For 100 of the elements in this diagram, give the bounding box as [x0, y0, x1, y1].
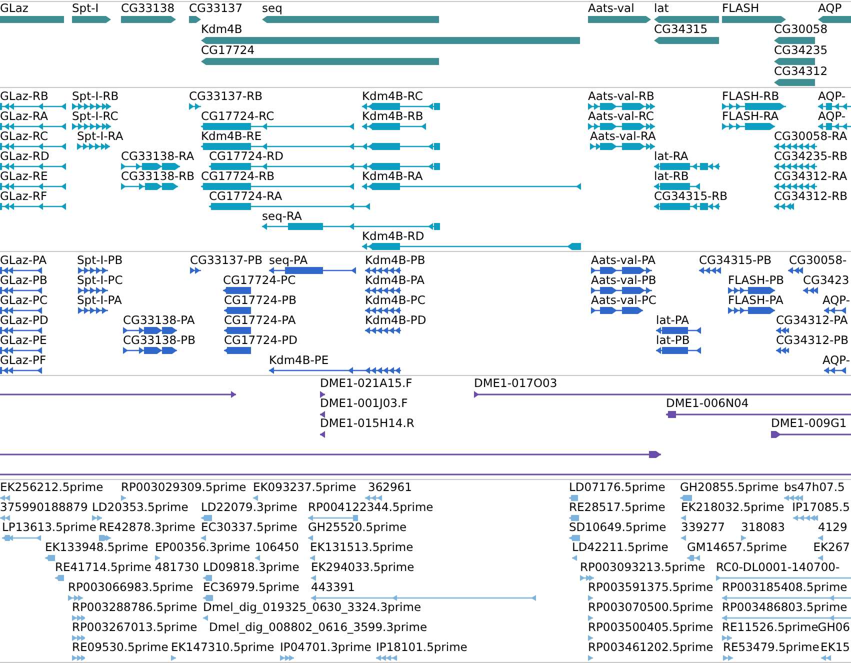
- est-label: LD07176.5prime: [569, 481, 666, 493]
- est-label: EK147310.5prime: [171, 641, 274, 653]
- est-label: RE11526.5prime: [722, 621, 818, 633]
- est-label: EK133948.5prime: [45, 541, 148, 553]
- est-label: RP003288786.5prime: [72, 601, 198, 613]
- est-label: RE09530.5prime: [72, 641, 168, 653]
- est-label: RP003267013.5prime: [72, 621, 198, 633]
- gene-label: Kdm4B: [201, 23, 242, 35]
- transcript-label: GLaz-RB: [0, 90, 48, 102]
- protein-label: Kdm4B-PB: [365, 254, 426, 266]
- protein-label: FLASH-PB: [728, 274, 784, 286]
- protein-label: lat-PA: [656, 314, 689, 326]
- clone-label: DME1-006N04: [666, 397, 749, 409]
- est-label: 481730: [155, 561, 199, 573]
- protein-label: CG17724-PB: [224, 294, 296, 306]
- est-label: EC36979.5prime: [203, 581, 300, 593]
- est-label: EK131513.5prime: [310, 541, 414, 553]
- est-label: EK15: [820, 641, 850, 653]
- est-label: 4129: [818, 521, 848, 533]
- transcript-label: GLaz-RD: [0, 150, 50, 162]
- transcript-label: CG33138-RA: [121, 150, 194, 162]
- protein-label: Aats-val-PA: [591, 254, 656, 266]
- transcript-label: seq-RA: [262, 210, 302, 222]
- est-label: GM14657.5prime: [687, 541, 787, 553]
- est-label: LD22079.3prime: [201, 501, 298, 513]
- protein-label: GLaz-PF: [0, 354, 46, 366]
- est-label: RC0-DL0001-140700-: [716, 561, 840, 573]
- est-label: IP17085.5: [792, 501, 850, 513]
- est-label: Dmel_dig_008802_0616_3599.3prime: [209, 621, 428, 633]
- protein-label: Kdm4B-PC: [365, 294, 426, 306]
- protein-label: GLaz-PA: [0, 254, 47, 266]
- est-label: LD42211.5prime: [572, 541, 668, 553]
- protein-label: Spt-I-PC: [77, 274, 123, 286]
- est-label: EK267: [813, 541, 850, 553]
- gene-label: lat: [654, 2, 669, 14]
- gene-label: CG17724: [201, 44, 255, 56]
- transcript-label: Kdm4B-RE: [201, 130, 262, 142]
- protein-label: Kdm4B-PD: [365, 314, 426, 326]
- est-label: EC30337.5prime: [201, 521, 298, 533]
- clone-label: DME1-001J03.F: [320, 397, 408, 409]
- transcript-label: CG34312-RA: [774, 170, 848, 182]
- est-label: 106450: [255, 541, 299, 553]
- est-label: RE28517.5prime: [569, 501, 666, 513]
- gene-label: AQP: [818, 2, 842, 14]
- protein-label: Kdm4B-PE: [269, 354, 329, 366]
- transcript-label: Spt-I-RC: [72, 110, 118, 122]
- transcript-label: Aats-val-RB: [588, 90, 654, 102]
- est-label: RP004122344.5prime: [308, 501, 434, 513]
- transcript-label: CG17724-RB: [201, 170, 275, 182]
- gene-label: CG34312: [774, 65, 828, 77]
- protein-label: Kdm4B-PA: [365, 274, 424, 286]
- transcript-label: CG33138-RB: [121, 170, 195, 182]
- est-label: EK218032.5prime: [681, 501, 784, 513]
- transcript-label: Kdm4B-RC: [362, 90, 423, 102]
- est-label: 318083: [741, 521, 785, 533]
- protein-label: Spt-I-PB: [77, 254, 123, 266]
- gene-label: Spt-I: [72, 2, 99, 14]
- est-label: RP003461202.5prime: [588, 641, 714, 653]
- est-label: EP00356.3prime: [155, 541, 250, 553]
- protein-label: CG33138-PA: [123, 314, 195, 326]
- transcript-label: lat-RB: [654, 170, 689, 182]
- protein-label: AQP-: [822, 354, 850, 366]
- transcript-label: CG17724-RC: [201, 110, 274, 122]
- est-label: RP003070500.5prime: [588, 601, 714, 613]
- est-label: GH06: [818, 621, 850, 633]
- est-label: LD09818.3prime: [203, 561, 300, 573]
- transcript-label: GLaz-RC: [0, 130, 48, 142]
- gene-label: CG34235: [774, 44, 828, 56]
- est-label: GH25520.5prime: [308, 521, 407, 533]
- protein-label: CG34312-PA: [776, 314, 848, 326]
- transcript-label: CG34315-RB: [654, 190, 728, 202]
- protein-label: lat-PB: [656, 334, 690, 346]
- transcript-label: FLASH-RA: [722, 110, 779, 122]
- transcript-label: CG17724-RD: [209, 150, 284, 162]
- protein-label: CG30058-: [789, 254, 847, 266]
- protein-label: Aats-val-PC: [591, 294, 656, 306]
- est-label: LD20353.5prime: [92, 501, 188, 513]
- protein-label: GLaz-PB: [0, 274, 48, 286]
- est-label: LP13613.5prime: [2, 521, 96, 533]
- transcript-label: GLaz-RA: [0, 110, 48, 122]
- est-label: 375990188879: [0, 501, 88, 513]
- transcript-label: CG34312-RB: [774, 190, 848, 202]
- est-label: EK093237.5prime: [253, 481, 356, 493]
- est-label: GH20855.5prime: [680, 481, 779, 493]
- est-label: RE42878.3prime: [99, 521, 196, 533]
- transcript-label: Aats-val-RA: [590, 130, 656, 142]
- transcript-label: AQP-: [818, 90, 846, 102]
- gene-label: CG33137: [189, 2, 243, 14]
- protein-label: seq-PA: [269, 254, 308, 266]
- protein-label: Spt-I-PA: [77, 294, 122, 306]
- clone-label: DME1-021A15.F: [320, 377, 412, 389]
- transcript-label: Kdm4B-RB: [362, 110, 424, 122]
- est-label: EK256212.5prime: [0, 481, 104, 493]
- gene-label: FLASH: [722, 2, 760, 14]
- protein-label: Aats-val-PB: [591, 274, 656, 286]
- protein-label: CG17724-PD: [224, 334, 298, 346]
- est-label: 443391: [311, 581, 355, 593]
- protein-label: CG17724-PA: [224, 314, 296, 326]
- gene-label: GLaz: [0, 2, 28, 14]
- est-label: RP003066983.5prime: [68, 581, 194, 593]
